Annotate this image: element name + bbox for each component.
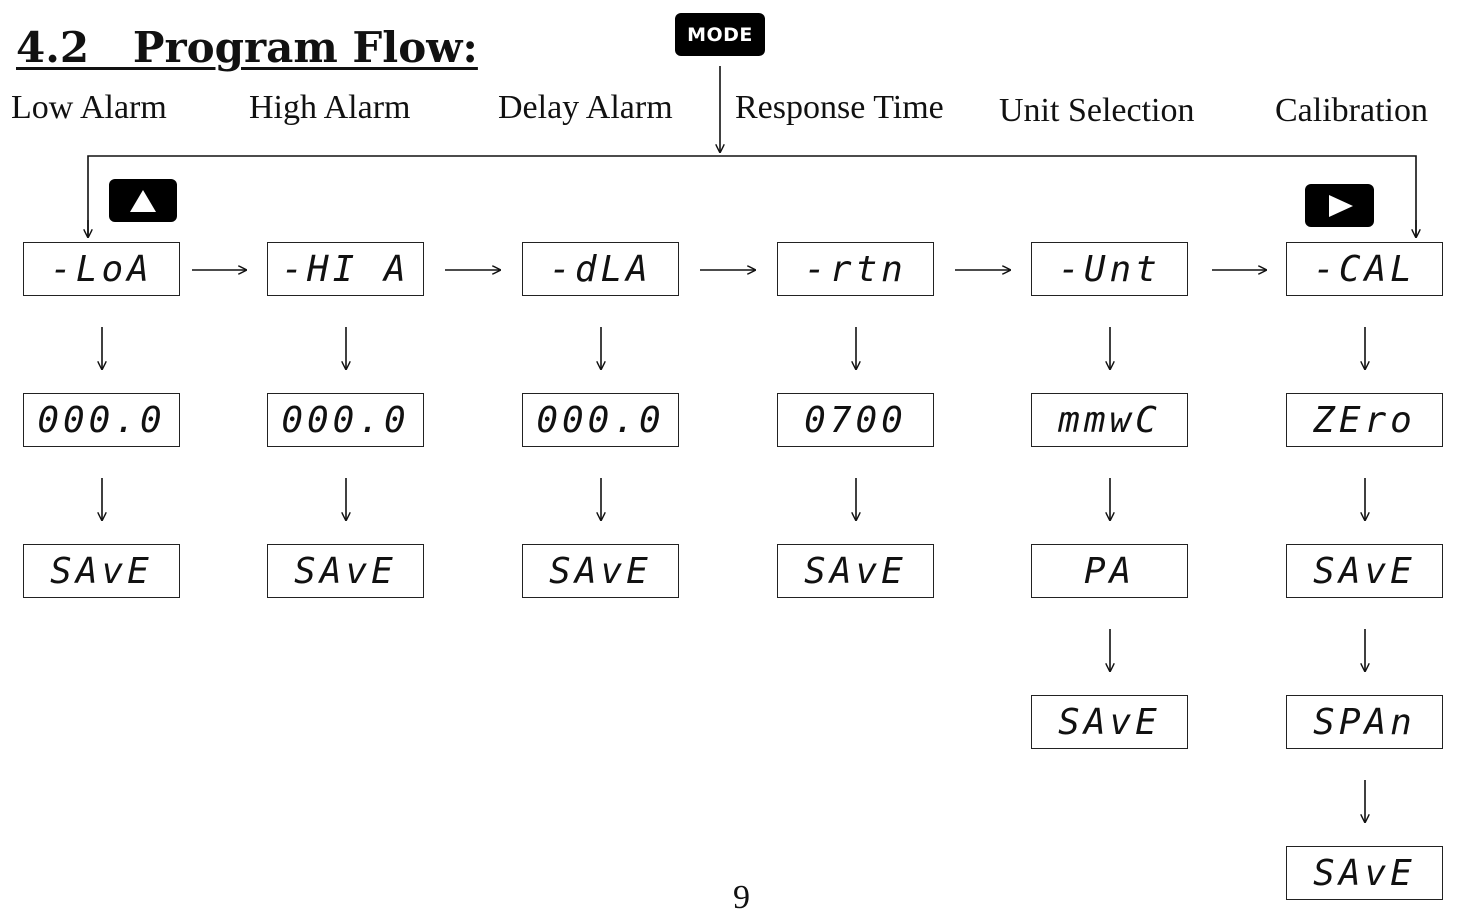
lcd-display: SAvE bbox=[23, 544, 180, 598]
lcd-display: SAvE bbox=[777, 544, 934, 598]
lcd-display: -CAL bbox=[1286, 242, 1443, 296]
lcd-display: -dLA bbox=[522, 242, 679, 296]
loop-bracket bbox=[87, 155, 1417, 236]
right-key-badge bbox=[1305, 184, 1374, 227]
lcd-display: -rtn bbox=[777, 242, 934, 296]
lcd-display: -HI A bbox=[267, 242, 424, 296]
down-arrows bbox=[102, 327, 1365, 822]
up-key-badge bbox=[109, 179, 177, 222]
lcd-display: PA bbox=[1031, 544, 1188, 598]
lcd-display: -Unt bbox=[1031, 242, 1188, 296]
right-triangle-icon bbox=[1328, 194, 1353, 217]
lcd-display: SAvE bbox=[1031, 695, 1188, 749]
mode-button: MODE bbox=[675, 13, 765, 56]
lcd-display: -LoA bbox=[23, 242, 180, 296]
page-number: 9 bbox=[733, 879, 750, 916]
column-label-high-alarm: High Alarm bbox=[249, 89, 411, 126]
lcd-display: mmwC bbox=[1031, 393, 1188, 447]
lcd-display: SAvE bbox=[1286, 544, 1443, 598]
column-label-unit-selection: Unit Selection bbox=[999, 92, 1195, 129]
lcd-display: SAvE bbox=[522, 544, 679, 598]
lcd-display: SAvE bbox=[1286, 846, 1443, 900]
lcd-display: 000.0 bbox=[522, 393, 679, 447]
section-heading: 4.2 Program Flow: bbox=[16, 23, 478, 72]
lcd-display: SPAn bbox=[1286, 695, 1443, 749]
flow-arrows bbox=[0, 66, 1459, 895]
column-label-calibration: Calibration bbox=[1275, 92, 1428, 129]
up-triangle-icon bbox=[130, 189, 156, 212]
column-label-response-time: Response Time bbox=[735, 89, 944, 126]
lcd-display: 000.0 bbox=[23, 393, 180, 447]
column-label-low-alarm: Low Alarm bbox=[11, 89, 167, 126]
lcd-display: 0700 bbox=[777, 393, 934, 447]
lcd-display: 000.0 bbox=[267, 393, 424, 447]
column-label-delay-alarm: Delay Alarm bbox=[498, 89, 673, 126]
lcd-display: ZEro bbox=[1286, 393, 1443, 447]
lcd-display: SAvE bbox=[267, 544, 424, 598]
